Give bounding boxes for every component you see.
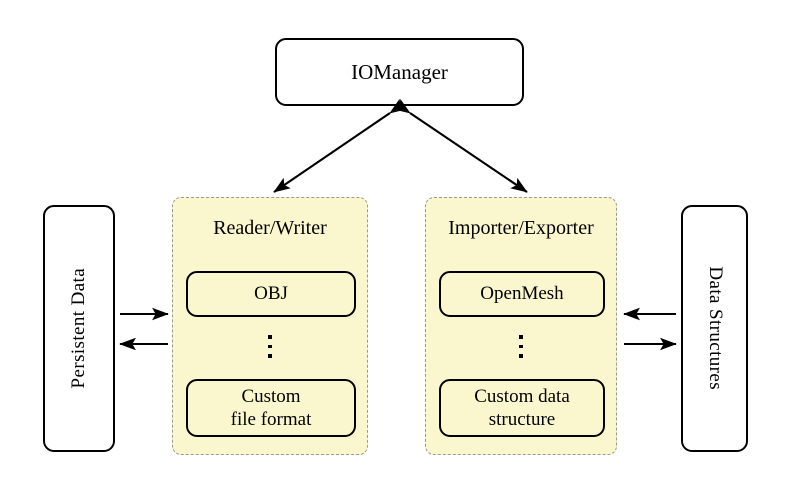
node-persistent-data[interactable]: Persistent Data: [43, 205, 115, 452]
node-iomanager-label: IOManager: [351, 59, 448, 84]
node-obj[interactable]: OBJ: [186, 271, 356, 317]
node-custom-data-structure-line2: structure: [488, 409, 556, 430]
group-importer-exporter-title: Importer/Exporter: [448, 217, 594, 239]
connector-manager-importer-exporter: [393, 98, 528, 193]
node-data-structures-label: Data Structures: [704, 266, 726, 391]
node-openmesh[interactable]: OpenMesh: [439, 271, 605, 317]
importer-exporter-ellipsis-icon: [426, 329, 616, 358]
node-iomanager[interactable]: IOManager: [275, 38, 524, 106]
node-custom-data-structure-line1: Custom data: [474, 385, 570, 407]
node-custom-file-format[interactable]: Custom file format: [186, 379, 356, 437]
node-obj-label: OBJ: [254, 283, 288, 305]
group-reader-writer-title: Reader/Writer: [213, 217, 327, 239]
group-importer-exporter[interactable]: Importer/Exporter OpenMesh Custom data s…: [425, 197, 617, 455]
node-custom-data-structure[interactable]: Custom data structure: [439, 379, 605, 437]
node-custom-data-structure-label: Custom data structure: [474, 385, 570, 431]
node-data-structures[interactable]: Data Structures: [681, 205, 748, 452]
node-custom-file-format-line1: Custom: [241, 385, 301, 407]
reader-writer-ellipsis-icon: [173, 329, 367, 358]
node-openmesh-label: OpenMesh: [480, 283, 564, 305]
node-persistent-data-label: Persistent Data: [67, 268, 89, 389]
node-custom-file-format-line2: file format: [230, 409, 312, 430]
group-reader-writer[interactable]: Reader/Writer OBJ Custom file format: [172, 197, 368, 455]
node-custom-file-format-label: Custom file format: [231, 385, 312, 431]
connector-manager-reader-writer: [273, 98, 407, 193]
